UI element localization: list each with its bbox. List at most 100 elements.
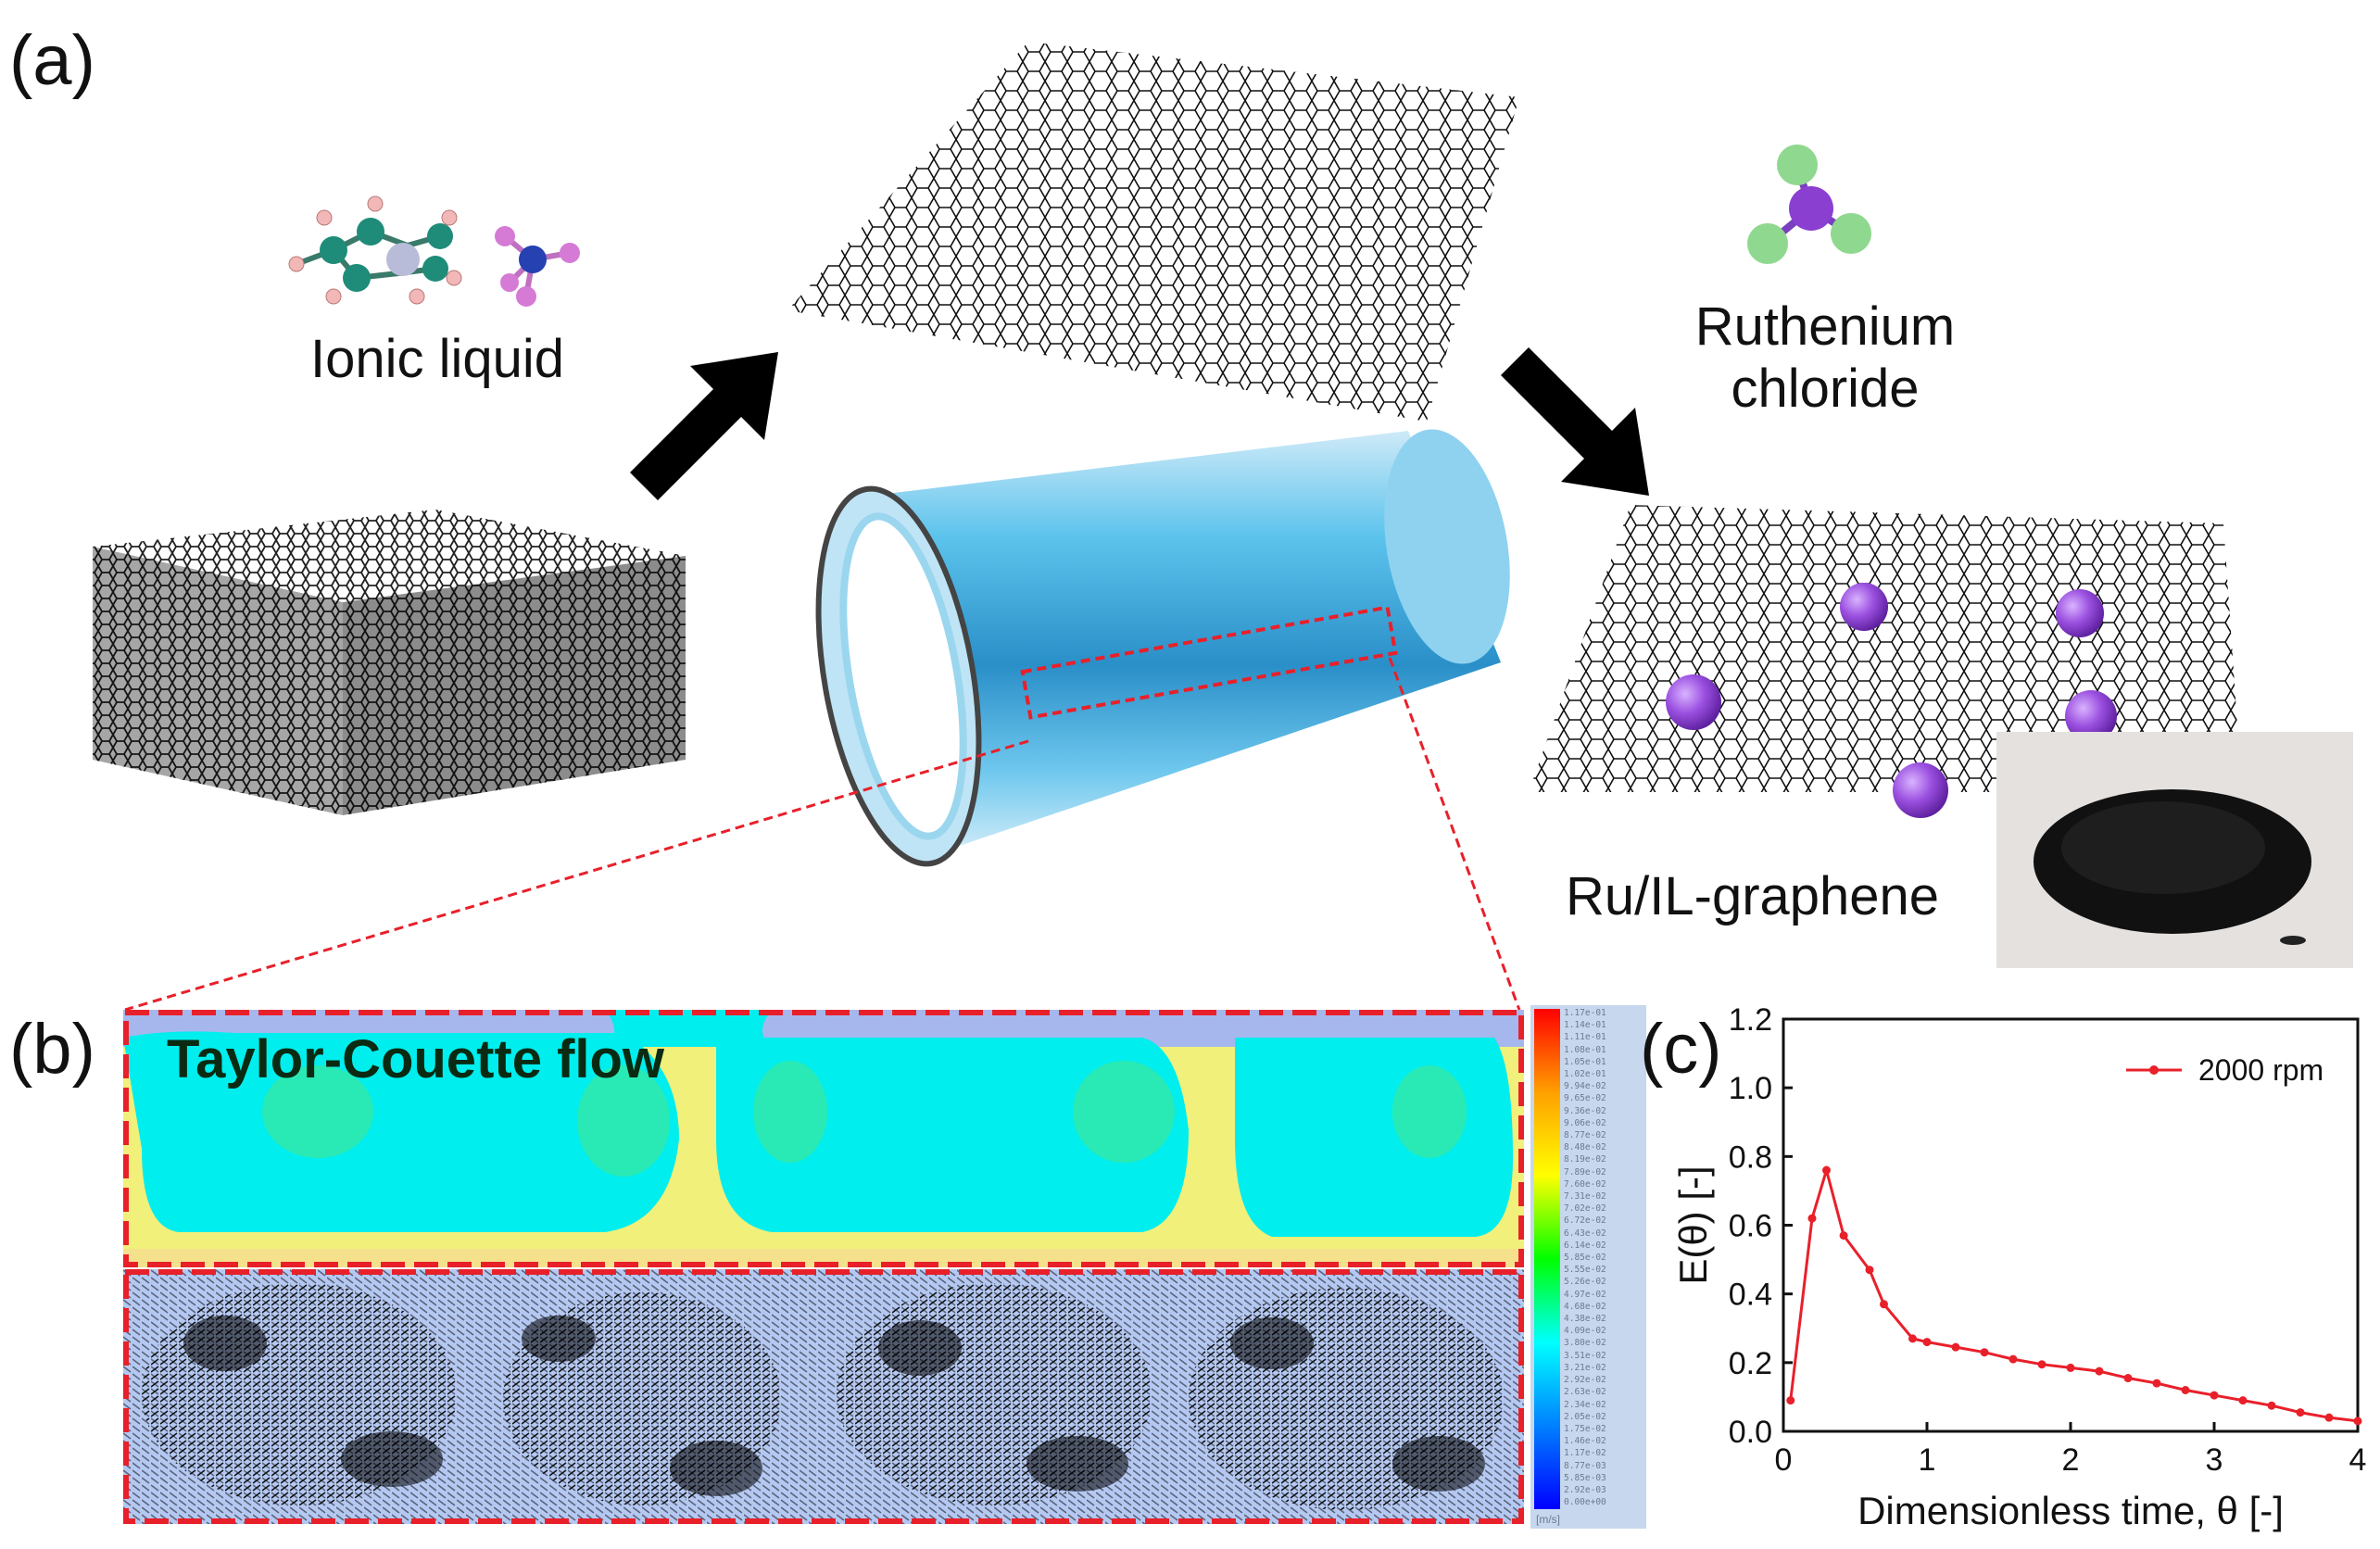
colorbar-tick: 7.60e-02 (1564, 1178, 1606, 1190)
data-point (2296, 1408, 2305, 1417)
ru-il-graphene-powder-photo (1996, 732, 2353, 968)
colorbar-tick: 2.34e-02 (1564, 1399, 1606, 1410)
colorbar-tick: 1.17e-01 (1564, 1008, 1606, 1018)
data-point (2123, 1374, 2133, 1383)
ru-il-graphene-label: Ru/IL-graphene (1566, 866, 1940, 926)
zoom-region-box (1020, 605, 1398, 720)
data-point (1880, 1300, 1888, 1309)
y-tick-label: 1.2 (1729, 1005, 1772, 1038)
colorbar-tick: 1.14e-01 (1564, 1020, 1606, 1031)
data-point (1786, 1396, 1795, 1405)
data-point (1951, 1342, 1960, 1352)
panel-a-label: (a) (9, 21, 95, 100)
ru-particle-icon (1840, 583, 1888, 631)
data-point (1908, 1334, 1917, 1343)
y-tick-label: 0.8 (1729, 1140, 1772, 1175)
data-point (2353, 1417, 2362, 1426)
colorbar-tick: 6.14e-02 (1564, 1240, 1606, 1251)
data-point (1865, 1266, 1874, 1275)
data-point (2267, 1401, 2276, 1410)
panel-b-label: (b) (9, 1010, 95, 1089)
colorbar-tick: 2.63e-02 (1564, 1387, 1606, 1398)
colorbar-tick: 2.92e-03 (1564, 1484, 1606, 1495)
velocity-vector-plot (123, 1269, 1524, 1524)
colorbar-tick: 5.85e-03 (1564, 1472, 1606, 1483)
colorbar-tick: 4.38e-02 (1564, 1314, 1606, 1325)
taylor-couette-reactor-icon (815, 429, 1510, 867)
colorbar-tick: 2.92e-02 (1564, 1375, 1606, 1386)
ru-particle-icon (1893, 762, 1948, 818)
colorbar-tick: 9.94e-02 (1564, 1081, 1606, 1092)
data-point (2037, 1360, 2046, 1369)
colorbar-unit: [m/s] (1536, 1513, 1560, 1526)
ionic-liquid-label: Ionic liquid (310, 329, 565, 389)
taylor-couette-flow-title: Taylor-Couette flow (167, 1029, 665, 1089)
data-point (1839, 1231, 1848, 1240)
x-tick-label: 0 (1775, 1442, 1793, 1478)
legend-label: 2000 rpm (2198, 1053, 2323, 1087)
colorbar-tick: 8.19e-02 (1564, 1154, 1606, 1165)
colorbar-tick: 7.89e-02 (1564, 1166, 1606, 1177)
series-line (1789, 1165, 2359, 1423)
colorbar-tick: 2.05e-02 (1564, 1411, 1606, 1422)
x-tick-label: 1 (1919, 1442, 1936, 1478)
data-point (1980, 1348, 1989, 1357)
ru-particle-icon (2065, 690, 2117, 742)
data-point (1807, 1214, 1817, 1223)
x-tick-label: 4 (2349, 1442, 2367, 1478)
ruthenium-chloride-label: Ruthenium chloride (1668, 296, 1983, 420)
colorbar-tick: 1.02e-01 (1564, 1069, 1606, 1080)
colorbar-tick: 5.26e-02 (1564, 1277, 1606, 1288)
y-tick-label: 1.0 (1729, 1071, 1772, 1106)
colorbar-tick: 7.31e-02 (1564, 1191, 1606, 1203)
legend-marker (2149, 1065, 2159, 1075)
data-point (2066, 1363, 2075, 1372)
data-point (2152, 1379, 2161, 1388)
colorbar-tick: 4.97e-02 (1564, 1289, 1606, 1300)
y-tick-label: 0.0 (1729, 1415, 1772, 1450)
y-tick-label: 0.2 (1729, 1346, 1772, 1381)
data-point (1922, 1338, 1932, 1347)
colorbar-tick: 6.72e-02 (1564, 1215, 1606, 1227)
colorbar-tick: 4.09e-02 (1564, 1326, 1606, 1337)
colorbar-tick: 1.17e-02 (1564, 1448, 1606, 1459)
x-axis-label: Dimensionless time, θ [-] (1857, 1489, 2284, 1532)
data-point (1822, 1165, 1831, 1175)
graphene-sheet-icon (787, 42, 1519, 422)
colorbar-tick: 3.80e-02 (1564, 1338, 1606, 1349)
colorbar-tick: 8.77e-02 (1564, 1130, 1606, 1141)
colorbar-tick: 3.51e-02 (1564, 1350, 1606, 1361)
colorbar-tick: 7.02e-02 (1564, 1203, 1606, 1215)
colorbar-tick: 5.85e-02 (1564, 1253, 1606, 1264)
ruthenium-label-line1: Ruthenium (1694, 296, 1956, 357)
colorbar-tick: 8.77e-03 (1564, 1460, 1606, 1471)
data-point (2009, 1354, 2018, 1364)
colorbar-tick: 8.48e-02 (1564, 1142, 1606, 1153)
colorbar-tick: 5.55e-02 (1564, 1265, 1606, 1276)
y-axis-label: E(θ) [-] (1671, 1165, 1715, 1284)
colorbar-tick: 9.65e-02 (1564, 1093, 1606, 1104)
ruthenium-label-line2: chloride (1731, 358, 1920, 419)
colorbar-tick: 1.05e-01 (1564, 1056, 1606, 1067)
colorbar-tick: 1.08e-01 (1564, 1044, 1606, 1055)
colorbar-tick: 4.68e-02 (1564, 1301, 1606, 1312)
colorbar-tick: 9.06e-02 (1564, 1117, 1606, 1128)
data-point (2324, 1413, 2334, 1422)
ru-particle-icon (2056, 589, 2104, 637)
data-point (2210, 1391, 2219, 1400)
colorbar-gradient (1534, 1009, 1560, 1509)
colorbar-tick: 0.00e+00 (1564, 1497, 1606, 1508)
graphite-stack-icon (93, 510, 686, 815)
arrow-up-right-icon (630, 352, 778, 500)
ionic-liquid-molecule-icon (288, 195, 580, 307)
colorbar-tick: 9.36e-02 (1564, 1105, 1606, 1116)
ru-graphene-sheet-icon (1529, 505, 2242, 818)
panel-c-label: (c) (1640, 1010, 1722, 1089)
colorbar-tick: 1.46e-02 (1564, 1436, 1606, 1447)
ruthenium-chloride-molecule-icon (1747, 145, 1871, 264)
colorbar-tick: 1.75e-02 (1564, 1423, 1606, 1434)
